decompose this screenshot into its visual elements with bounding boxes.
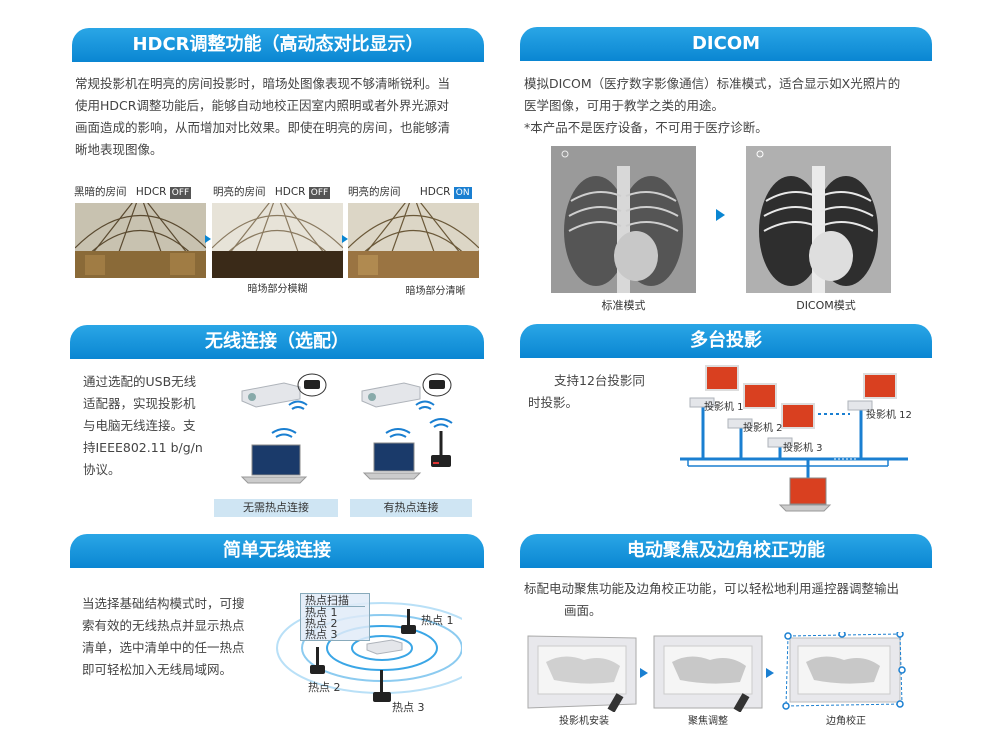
screen-icon <box>527 635 637 709</box>
xray-image <box>551 146 696 293</box>
label-no-hotspot: 无需热点连接 <box>214 499 338 517</box>
laptop-icon <box>240 444 308 484</box>
xray-dicom <box>746 146 891 293</box>
hdcr-desc-line: 使用HDCR调整功能后，能够自动地校正因室内照明或者外界光源对 <box>75 98 449 113</box>
xray-standard <box>551 146 696 293</box>
caption-dicom-mode: DICOM模式 <box>796 299 856 312</box>
corner-handle-icon <box>782 632 906 710</box>
projector-icon <box>366 639 403 655</box>
gallery-photo-dark <box>75 203 206 278</box>
menu-item-hotspot-2[interactable]: 热点 2 <box>305 617 338 630</box>
dicom-desc-line: *本产品不是医疗设备，不可用于医疗诊断。 <box>524 120 768 135</box>
multi-description: 支持12台投影同 时投影。 <box>528 370 668 414</box>
multi-desc-line: 时投影。 <box>528 395 579 410</box>
gallery-image <box>348 203 479 278</box>
hotspot-diagram <box>276 602 462 702</box>
gallery-photo-bright-on <box>348 203 479 278</box>
access-point-icon <box>431 431 451 467</box>
multi-header: 多台投影 <box>520 324 932 358</box>
hdcr-label: HDCR <box>419 186 451 198</box>
menu-item-hotspot-3[interactable]: 热点 3 <box>305 628 338 641</box>
wireless-description: 通过选配的USB无线 适配器，实现投影机 与电脑无线连接。支 持IEEE802.… <box>83 371 223 481</box>
wireless-desc-line: 适配器，实现投影机 <box>83 396 196 411</box>
gallery-image <box>212 203 343 278</box>
hdcr-label-bright-on: 明亮的房间 HDCR ON <box>348 184 472 199</box>
off-tag: OFF <box>169 187 192 199</box>
simple-wireless-description: 当选择基础结构模式时，可搜 索有效的无线热点并显示热点 清单，选中清单中的任一热… <box>82 593 262 681</box>
label-projector-1: 投影机 1 <box>704 402 744 413</box>
projector-icon <box>361 382 421 408</box>
focus-description: 标配电动聚焦功能及边角校正功能，可以轻松地利用遥控器调整输出 画面。 <box>524 578 934 622</box>
hdcr-label: HDCR <box>274 186 306 198</box>
simple-desc-line: 即可轻松加入无线局域网。 <box>82 662 233 677</box>
wireless-header: 无线连接（选配） <box>70 325 484 359</box>
arrow-icon <box>342 235 348 243</box>
gallery-image <box>75 203 206 278</box>
label-hotspot-2: 热点 2 <box>308 681 341 694</box>
multi-desc-line: 支持12台投影同 <box>554 373 645 388</box>
simple-wireless-header: 简单无线连接 <box>70 534 484 568</box>
caption-clear: 暗场部分清晰 <box>405 286 466 297</box>
dicom-desc-line: 医学图像，可用于教学之类的用途。 <box>524 98 725 113</box>
bright-room-label: 明亮的房间 <box>348 186 401 198</box>
hotspot-menu: 热点扫描 热点 1 热点 2 热点 3 <box>300 593 370 641</box>
arrow-icon <box>766 668 774 678</box>
label-hotspot-3: 热点 3 <box>392 701 425 714</box>
wireless-desc-line: 通过选配的USB无线 <box>83 374 197 389</box>
focus-correction-diagram <box>527 632 906 712</box>
hdcr-desc-line: 晰地表现图像。 <box>75 142 163 157</box>
screen-icon <box>705 365 897 429</box>
focus-desc-line: 画面。 <box>564 603 602 618</box>
caption-focus: 聚焦调整 <box>688 716 728 727</box>
arrow-icon <box>640 668 648 678</box>
label-with-hotspot: 有热点连接 <box>350 499 472 517</box>
label-projector-12: 投影机 12 <box>866 410 912 421</box>
caption-standard-mode: 标准模式 <box>601 299 646 312</box>
hdcr-description: 常规投影机在明亮的房间投影时，暗场处图像表现不够清晰锐利。当 使用HDCR调整功… <box>75 73 485 161</box>
focus-header: 电动聚焦及边角校正功能 <box>520 534 932 568</box>
laptop-icon <box>778 477 832 512</box>
label-hotspot-1: 热点 1 <box>421 614 454 627</box>
projector-icon <box>241 382 301 408</box>
hdcr-header: HDCR调整功能（高动态对比显示） <box>72 28 484 62</box>
simple-desc-line: 索有效的无线热点并显示热点 <box>82 618 245 633</box>
hdcr-desc-line: 常规投影机在明亮的房间投影时，暗场处图像表现不够清晰锐利。当 <box>75 76 451 91</box>
screen-icon <box>785 633 903 707</box>
menu-item-hotspot-1[interactable]: 热点 1 <box>305 606 338 619</box>
wireless-diagram <box>240 373 453 484</box>
hdcr-label: HDCR <box>135 186 167 198</box>
wireless-desc-line: 与电脑无线连接。支 <box>83 418 196 433</box>
simple-desc-line: 当选择基础结构模式时，可搜 <box>82 596 245 611</box>
menu-title: 热点扫描 <box>305 595 365 607</box>
gallery-photo-bright-off <box>212 203 343 278</box>
wireless-desc-line: 持IEEE802.11 b/g/n <box>83 440 203 455</box>
arrow-icon <box>205 235 211 243</box>
xray-image <box>746 146 891 293</box>
hdcr-label-bright-off: 明亮的房间 HDCR OFF <box>213 184 331 199</box>
hdcr-desc-line: 画面造成的影响，从而增加对比效果。即使在明亮的房间，也能够清 <box>75 120 451 135</box>
dicom-desc-line: 模拟DICOM（医疗数字影像通信）标准模式，适合显示如X光照片的 <box>524 76 901 91</box>
label-projector-3: 投影机 3 <box>783 443 823 454</box>
hdcr-label-dark: 黑暗的房间 HDCR OFF <box>74 184 192 199</box>
focus-desc-line: 标配电动聚焦功能及边角校正功能，可以轻松地利用遥控器调整输出 <box>524 581 900 596</box>
multi-projection-diagram <box>680 365 908 512</box>
simple-desc-line: 清单，选中清单中的任一热点 <box>82 640 245 655</box>
off-tag: OFF <box>308 187 331 199</box>
projector-icon <box>689 397 873 448</box>
arrow-icon <box>716 209 725 221</box>
caption-install: 投影机安装 <box>559 716 609 727</box>
on-tag: ON <box>453 187 472 199</box>
wireless-desc-line: 协议。 <box>83 462 121 477</box>
bright-room-label: 明亮的房间 <box>213 186 266 198</box>
caption-corner: 边角校正 <box>826 716 866 727</box>
access-point-icon <box>310 609 416 702</box>
laptop-icon <box>362 442 422 480</box>
label-projector-2: 投影机 2 <box>743 423 783 434</box>
caption-blurry: 暗场部分模糊 <box>247 284 308 295</box>
dark-room-label: 黑暗的房间 <box>74 186 127 198</box>
screen-icon <box>653 635 763 709</box>
dicom-header: DICOM <box>520 27 932 61</box>
dicom-description: 模拟DICOM（医疗数字影像通信）标准模式，适合显示如X光照片的 医学图像，可用… <box>524 73 934 139</box>
